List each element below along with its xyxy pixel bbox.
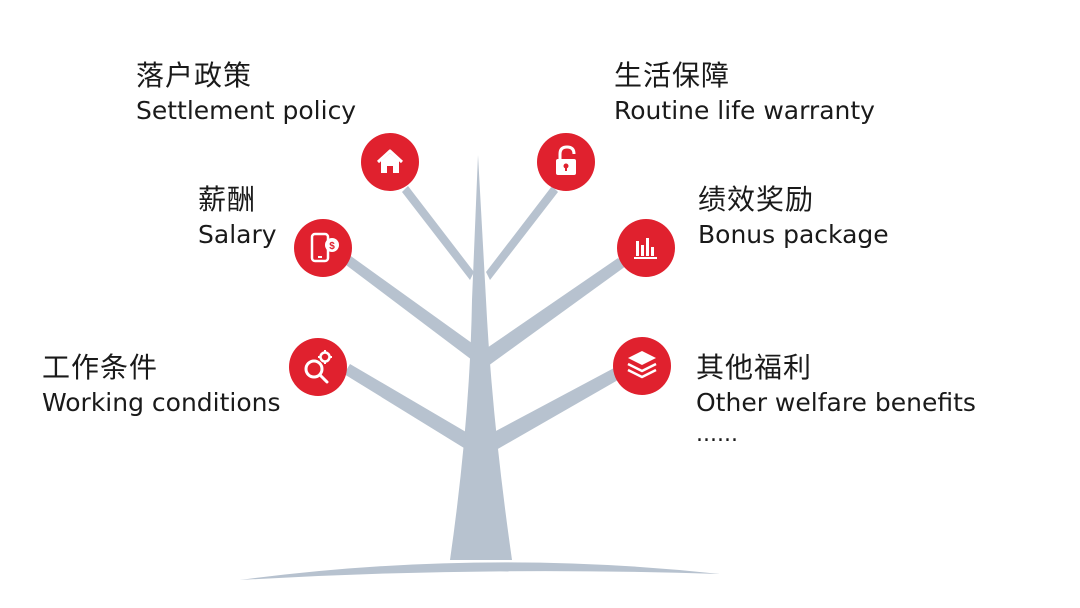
bonus-icon-badge — [617, 219, 675, 277]
life-icon-badge — [537, 133, 595, 191]
branch-working — [344, 364, 466, 448]
salary-en: Salary — [198, 220, 277, 249]
branch-settlement — [402, 186, 474, 280]
label-settlement: 落户政策 Settlement policy — [136, 58, 356, 128]
settlement-en: Settlement policy — [136, 96, 357, 125]
branch-bonus — [484, 258, 626, 366]
settlement-icon-badge — [361, 133, 419, 191]
bar-chart-icon — [634, 238, 657, 259]
branch-salary — [342, 254, 476, 360]
salary-icon-badge: $ — [294, 219, 352, 277]
house-icon — [376, 149, 404, 173]
label-bonus: 绩效奖励 Bonus package — [698, 182, 889, 252]
unlocked-padlock-icon — [556, 145, 576, 175]
bonus-en: Bonus package — [698, 220, 889, 249]
label-other: 其他福利 Other welfare benefits ...... — [696, 350, 976, 448]
working-icon-badge — [289, 338, 347, 396]
label-life: 生活保障 Routine life warranty — [614, 58, 875, 128]
phone-dollar-icon: $ — [310, 232, 339, 263]
other-icon-badge — [613, 337, 671, 395]
tree-ground — [240, 562, 720, 580]
branch-life — [486, 186, 558, 280]
more-ellipsis: ...... — [696, 422, 738, 447]
life-en: Routine life warranty — [614, 96, 875, 125]
tree-trunk — [450, 155, 512, 560]
working-en: Working conditions — [42, 388, 281, 417]
label-salary: 薪酬 Salary — [198, 182, 277, 252]
layers-icon — [627, 351, 657, 379]
gear-magnifier-icon — [304, 350, 332, 384]
other-zh: 其他福利 — [696, 351, 813, 384]
bonus-zh: 绩效奖励 — [698, 183, 815, 216]
branch-other — [494, 368, 618, 450]
label-working: 工作条件 Working conditions — [42, 350, 281, 420]
svg-text:$: $ — [329, 241, 335, 252]
salary-zh: 薪酬 — [198, 183, 257, 216]
working-zh: 工作条件 — [42, 351, 159, 384]
other-en: Other welfare benefits — [696, 388, 976, 417]
settlement-zh: 落户政策 — [136, 59, 253, 92]
life-zh: 生活保障 — [614, 59, 731, 92]
